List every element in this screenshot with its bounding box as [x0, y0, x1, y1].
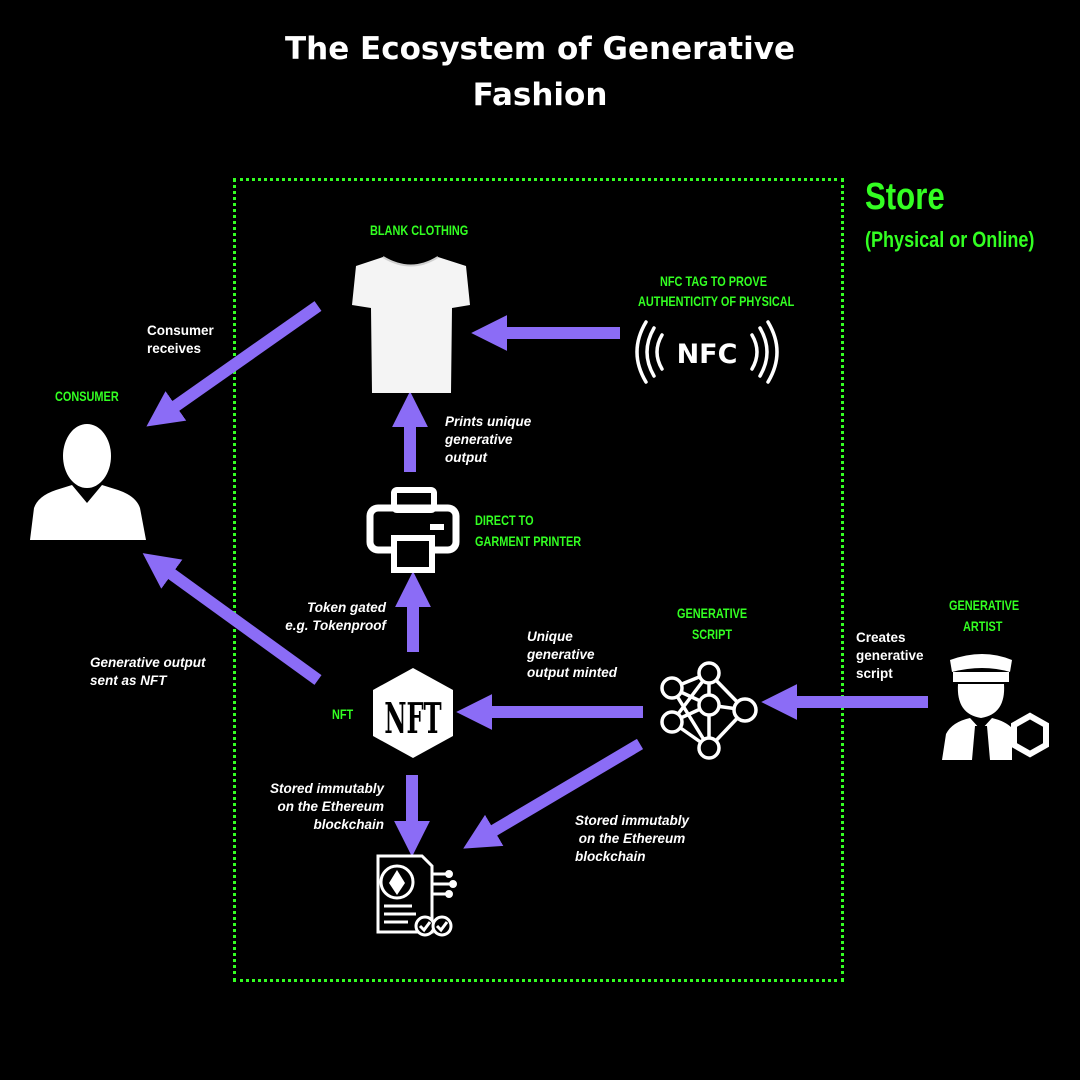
edge-label-consumer-receives: Consumer receives [147, 323, 214, 356]
nfc-icon [635, 320, 779, 384]
network-icon [660, 661, 758, 760]
edge-label-unique-minted: Unique generative output minted [527, 629, 617, 680]
label-artist-line2: ARTIST [963, 618, 1003, 634]
edge-label-stored-script: Stored immutably on the Ethereum blockch… [575, 813, 690, 864]
edge-label-token-gated: Token gated e.g. Tokenproof [285, 600, 386, 633]
nft-icon [373, 668, 453, 758]
tshirt-icon [352, 256, 470, 393]
nfc-icon-text: NFC [677, 339, 738, 370]
edge-label-creates-script: Creates generative script [856, 630, 924, 681]
label-nfc-tag-line2: AUTHENTICITY OF PHYSICAL [638, 293, 795, 309]
label-consumer: CONSUMER [55, 388, 119, 404]
label-printer-line2: GARMENT PRINTER [475, 533, 582, 549]
arrow-script-to-blockchain [463, 738, 644, 849]
store-boundary [233, 178, 844, 982]
store-title: Store [865, 176, 945, 218]
label-script-line2: SCRIPT [692, 626, 733, 642]
printer-icon [366, 487, 460, 573]
label-nfc-tag-line1: NFC TAG TO PROVE [660, 273, 767, 289]
label-printer-line1: DIRECT TO [475, 512, 534, 528]
edge-label-generative-output-nft: Generative output sent as NFT [90, 655, 206, 688]
consumer-icon [30, 424, 146, 540]
arrow-tshirt-to-consumer [146, 301, 322, 427]
edge-label-stored-nft: Stored immutably on the Ethereum blockch… [269, 781, 384, 832]
title-line-1: The Ecosystem of Generative [285, 31, 795, 67]
diagram-title: The Ecosystem of Generative Fashion [0, 26, 1080, 118]
label-script-line1: GENERATIVE [677, 605, 748, 621]
label-blank-clothing: BLANK CLOTHING [370, 222, 469, 238]
edge-label-prints-unique: Prints unique generative output [445, 414, 532, 465]
nft-icon-text: NFT [384, 695, 442, 744]
label-artist-line1: GENERATIVE [949, 597, 1020, 613]
artist-icon [942, 654, 1049, 760]
store-subtitle: (Physical or Online) [865, 227, 1035, 252]
arrow-nft-to-consumer [142, 553, 322, 685]
ethereum-document-icon [376, 854, 457, 937]
title-line-2: Fashion [472, 77, 608, 113]
label-nft: NFT [332, 706, 354, 722]
